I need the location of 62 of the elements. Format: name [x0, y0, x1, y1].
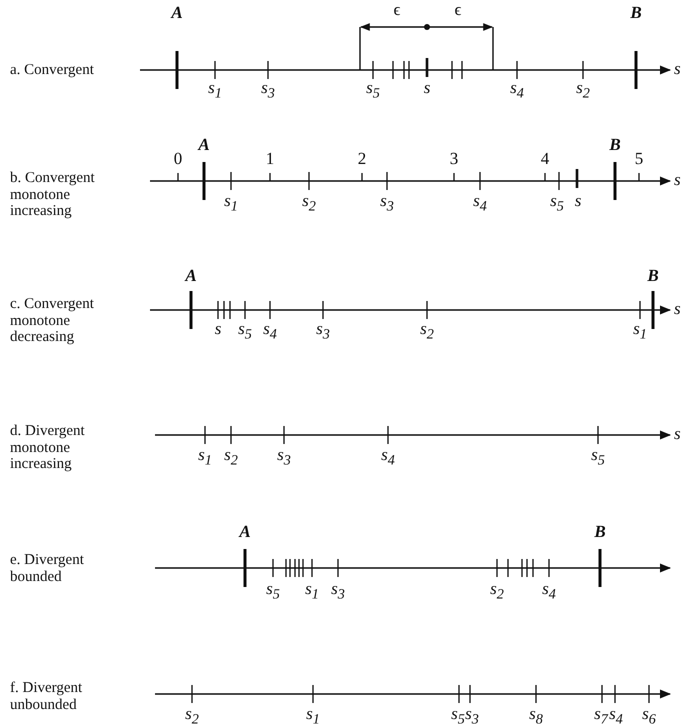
term-label: s$_{3}$ — [316, 320, 330, 342]
row-title: d. Divergent monotone increasing — [10, 423, 86, 472]
term-label: s$_{2}$ — [224, 446, 238, 468]
term-label: s$_{4}$ — [381, 446, 395, 468]
term-label: s$_{5}$ — [238, 320, 252, 342]
term-label: s — [574, 192, 582, 209]
term-label: s$_{6}$ — [642, 705, 656, 726]
term-label: s$_{2}$ — [420, 320, 434, 342]
axis-label: s — [674, 300, 681, 317]
tick-number: 5 — [634, 150, 644, 167]
term-label: s$_{4}$ — [609, 705, 623, 726]
row-title: e. Divergent bounded — [10, 552, 85, 585]
term-label: s$_{1}$ — [198, 446, 212, 468]
term-label: s$_{4}$ — [263, 320, 277, 342]
term-label: s$_{2}$ — [576, 79, 590, 101]
term-label: s$_{1}$ — [633, 320, 647, 342]
epsilon-label: ϵ — [454, 1, 462, 18]
term-label: s$_{5}$ — [266, 580, 280, 602]
axis-label: s — [674, 425, 681, 442]
row-title: a. Convergent — [10, 62, 95, 78]
term-label: s$_{1}$ — [208, 79, 222, 101]
tick-number: 1 — [266, 150, 274, 167]
tick-number: 2 — [358, 150, 366, 167]
term-label: s — [214, 320, 222, 337]
term-label: s$_{8}$ — [529, 705, 543, 726]
bound-label: A — [171, 4, 183, 21]
bound-label: B — [630, 4, 642, 21]
term-label: s$_{1}$ — [305, 580, 319, 602]
term-label: s$_{4}$ — [542, 580, 556, 602]
term-label: s$_{5}$ — [550, 192, 564, 214]
term-label: s$_{3}$ — [331, 580, 345, 602]
term-label: s$_{1}$ — [224, 192, 238, 214]
tick-number: 4 — [540, 150, 550, 167]
term-label: s$_{3}$ — [380, 192, 394, 214]
term-label: s$_{3}$ — [465, 705, 479, 726]
tick-number: 0 — [174, 150, 182, 167]
term-label: s$_{2}$ — [185, 705, 199, 726]
row-title: f. Divergent unbounded — [10, 680, 84, 713]
bound-label: A — [239, 523, 251, 540]
tick-number: 3 — [450, 150, 458, 167]
term-label: s$_{3}$ — [277, 446, 291, 468]
bound-label: B — [647, 267, 659, 284]
bound-label: B — [594, 523, 606, 540]
term-label: s$_{3}$ — [261, 79, 275, 101]
bound-label: B — [609, 136, 621, 153]
term-label: s$_{7}$ — [594, 705, 608, 726]
term-label: s$_{5}$ — [366, 79, 380, 101]
bound-label: A — [198, 136, 210, 153]
term-label: s$_{4}$ — [473, 192, 487, 214]
epsilon-label: ϵ — [394, 1, 400, 18]
row-title: b. Convergent monotone increasing — [10, 170, 96, 220]
term-label: s$_{1}$ — [306, 705, 320, 726]
term-label: s$_{2}$ — [302, 192, 316, 214]
term-label: s$_{2}$ — [490, 580, 504, 602]
term-label: s — [424, 79, 430, 96]
row-title: c. Convergent monotone decreasing — [10, 296, 95, 346]
axis-label: s — [674, 60, 681, 77]
term-label: s$_{4}$ — [510, 79, 524, 101]
term-label: s$_{5}$ — [591, 446, 605, 468]
axis-label: s — [674, 171, 681, 188]
bound-label: A — [185, 267, 197, 284]
term-label: s$_{5}$ — [451, 705, 465, 726]
